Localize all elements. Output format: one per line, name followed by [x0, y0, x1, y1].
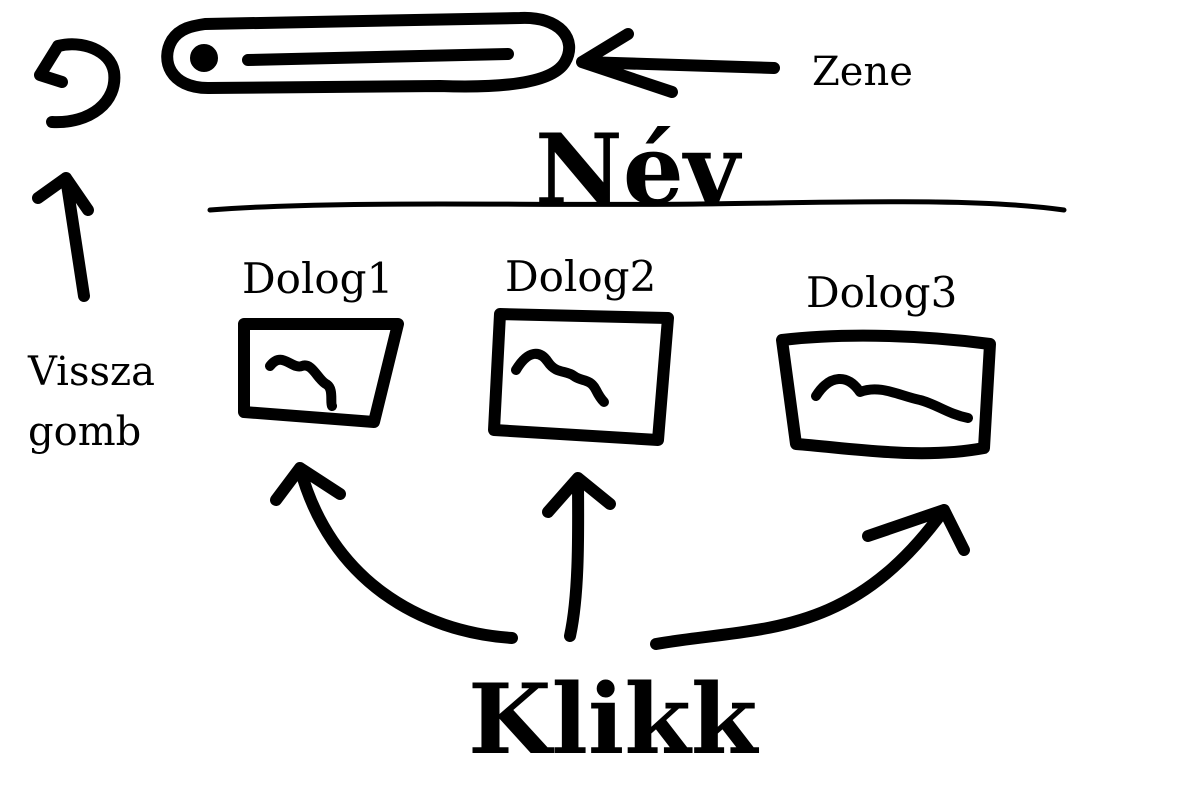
- item-thumbnail-1-frame: [238, 318, 404, 428]
- item-thumbnail-1[interactable]: [238, 318, 404, 428]
- image-thumbnail-icon: [265, 354, 337, 411]
- item-thumbnail-2-frame: [488, 308, 674, 446]
- title-underline: [207, 199, 1067, 213]
- back-button-label: Vissza gomb: [28, 342, 155, 462]
- back-label-line1: Vissza: [28, 349, 155, 395]
- music-play-dot[interactable]: [190, 44, 218, 72]
- image-thumbnail-icon: [511, 348, 609, 407]
- click-arrow-3: [650, 504, 970, 650]
- item-thumbnail-2[interactable]: [488, 308, 674, 446]
- item-label-1: Dolog1: [242, 254, 394, 303]
- back-arrow: [32, 172, 94, 302]
- back-label-line2: gomb: [28, 409, 142, 455]
- click-arrow-2: [542, 472, 616, 642]
- item-label-3: Dolog3: [806, 268, 958, 317]
- page-title: Név: [535, 113, 740, 226]
- item-thumbnail-3-frame: [776, 329, 996, 460]
- item-label-2: Dolog2: [505, 252, 657, 301]
- zene-arrow: [576, 28, 780, 98]
- click-arrow-1: [270, 462, 518, 644]
- music-player-outline: [161, 11, 576, 94]
- item-thumbnail-3[interactable]: [776, 329, 996, 460]
- image-thumbnail-icon: [811, 374, 973, 423]
- undo-arrow-icon: [34, 38, 121, 129]
- music-progress-line: [242, 48, 514, 66]
- music-label: Zene: [812, 49, 913, 95]
- back-button[interactable]: [34, 38, 121, 129]
- music-player[interactable]: [161, 11, 576, 94]
- click-label: Klikk: [468, 663, 758, 776]
